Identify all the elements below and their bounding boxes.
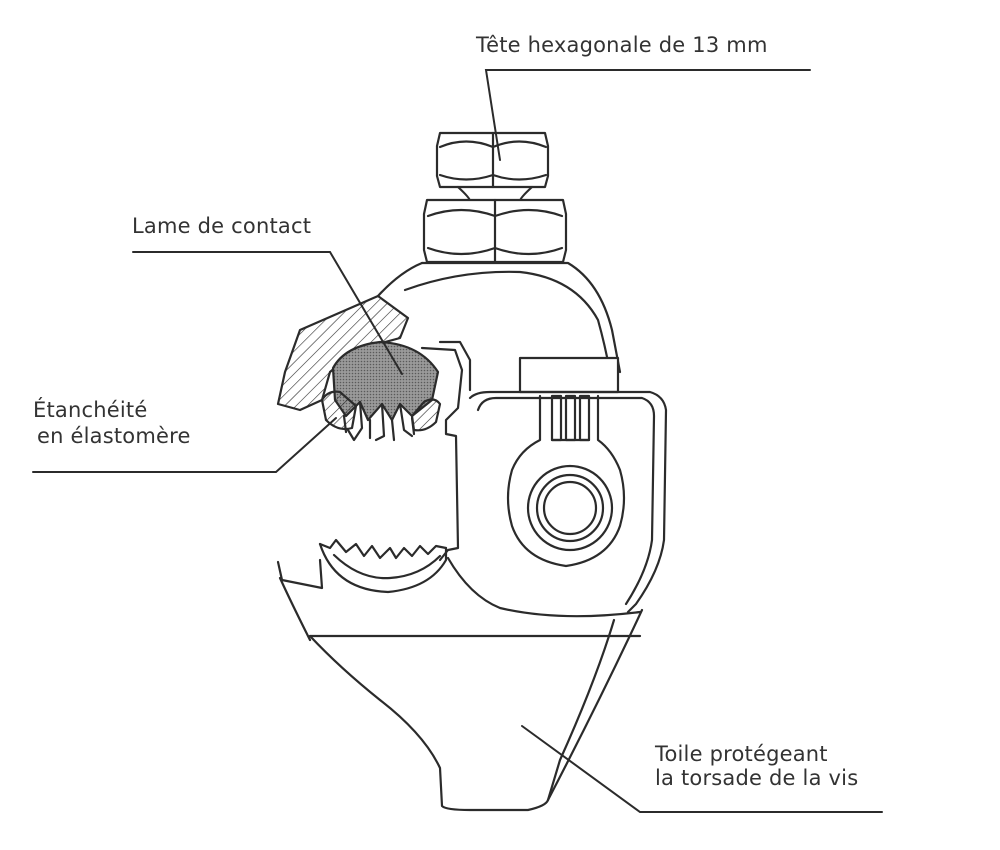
right-block — [468, 356, 668, 614]
screw-housing — [506, 394, 626, 568]
elastomer-seal — [320, 390, 442, 432]
leader-hex-head — [484, 69, 811, 161]
hex-head-label: Tête hexagonale de 13 mm — [476, 33, 768, 57]
lower-body — [278, 556, 644, 812]
sealing-label-line2: en élastomère — [37, 424, 191, 448]
sealing-label-line1: Étanchéité — [33, 398, 148, 422]
cover-label-line1: Toile protégeant — [655, 742, 828, 766]
jaw-block — [420, 340, 472, 562]
contact-blade — [331, 340, 440, 442]
cover-label-line2: la torsade de la vis — [655, 766, 859, 790]
contact-blade-cap — [276, 294, 410, 412]
leader-cover — [521, 725, 883, 813]
contact-blade-label: Lame de contact — [132, 214, 312, 238]
leader-sealing — [32, 417, 337, 473]
lower-jaw — [276, 538, 448, 594]
top-hex-nut — [435, 131, 550, 189]
upper-teeth — [342, 414, 416, 442]
lower-hex-nut — [422, 198, 568, 264]
leader-contact-blade — [132, 251, 403, 375]
body-arch — [376, 261, 622, 374]
